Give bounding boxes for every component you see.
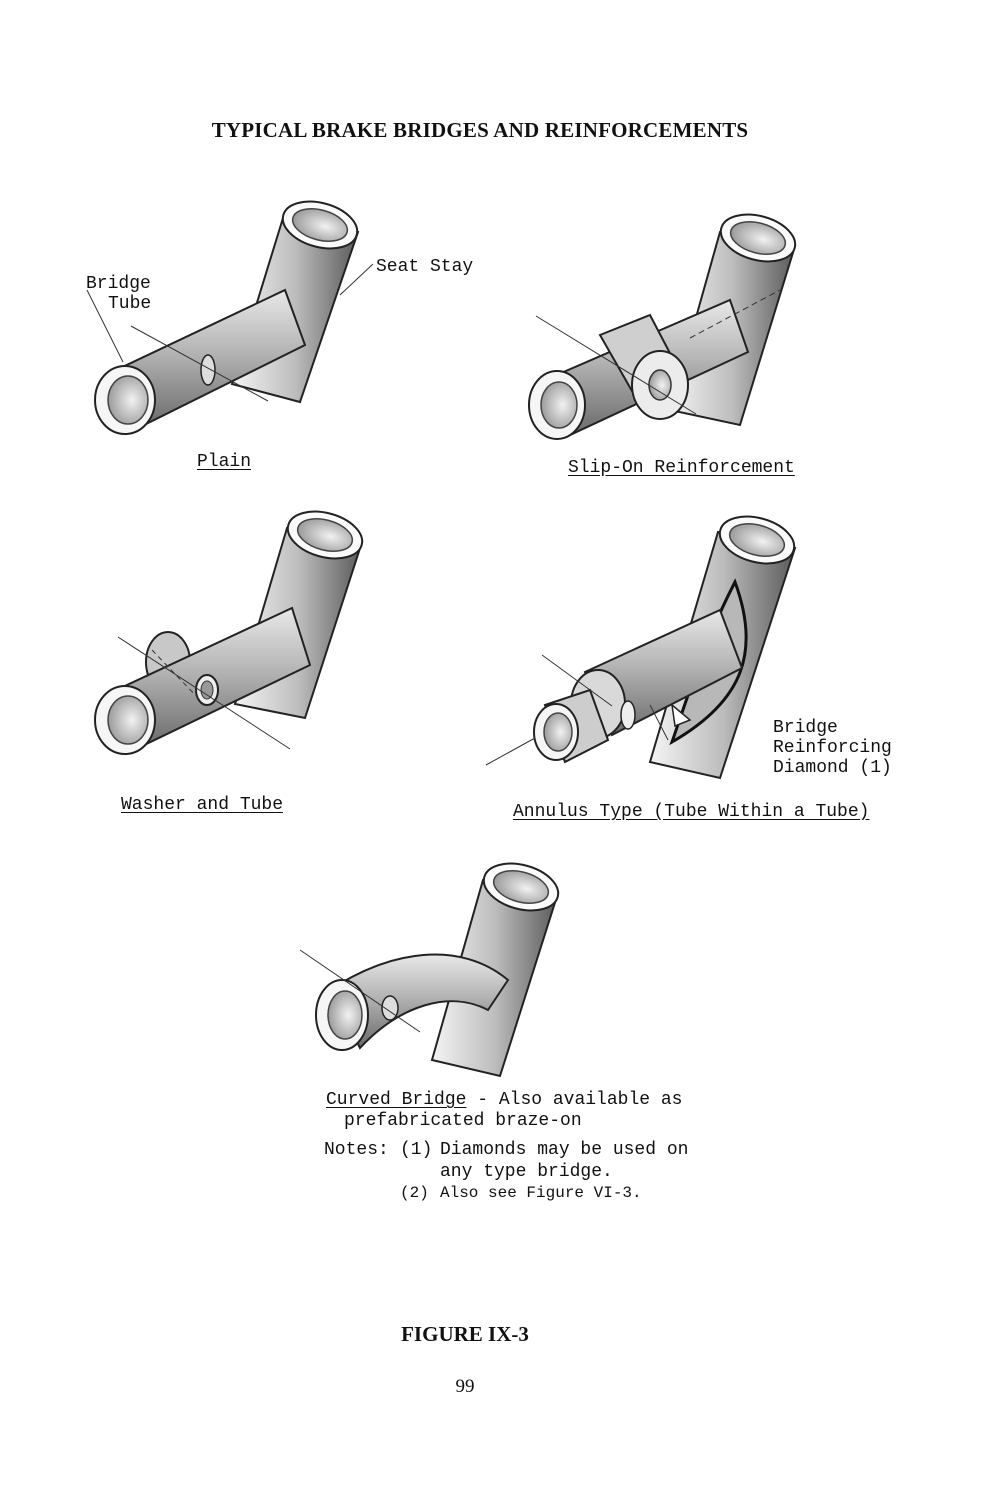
label-bridge-diamond-line1: Bridge (773, 718, 838, 738)
label-seat-stay: Seat Stay (376, 257, 474, 277)
note-2-number: (2) (400, 1184, 429, 1202)
page-number: 99 (455, 1376, 475, 1397)
note-2-text: Also see Figure VI-3. (440, 1184, 642, 1202)
label-bridge-tube: Bridge Tube (86, 274, 151, 314)
annulus-inner-tube (533, 688, 610, 764)
caption-washer: Washer and Tube (121, 795, 284, 815)
label-bridge-diamond-line3: Diamond (1) (773, 758, 892, 778)
page-title: TYPICAL BRAKE BRIDGES AND REINFORCEMENTS (211, 118, 749, 142)
note-1-text: Diamonds may be used on (440, 1140, 689, 1160)
notes-heading: Notes: (324, 1140, 389, 1160)
figure-label: FIGURE IX-3 (401, 1322, 529, 1346)
caption-curved-line2: prefabricated braze-on (344, 1111, 582, 1131)
caption-slip-on: Slip-On Reinforcement (568, 458, 795, 478)
washer-bridge-tube (94, 606, 312, 755)
caption-plain: Plain (197, 452, 252, 472)
label-bridge-tube-line2: Tube (108, 294, 152, 314)
note-1-number: (1) (400, 1140, 433, 1160)
caption-curved-name: Curved Bridge (326, 1090, 467, 1110)
label-bridge-tube-line1: Bridge (86, 274, 151, 294)
label-bridge-diamond: Bridge Reinforcing Diamond (1) (773, 718, 892, 778)
caption-curved: Curved Bridge - Also available as (326, 1090, 682, 1110)
plain-bridge-tube (94, 288, 307, 435)
caption-curved-rest: - Also available as (466, 1090, 683, 1110)
curved-bridge-tube (315, 953, 510, 1051)
label-bridge-diamond-line2: Reinforcing (773, 738, 892, 758)
note-1-text-line2: any type bridge. (440, 1162, 613, 1182)
slipon-reinforcement-sleeve (598, 313, 689, 420)
caption-annulus: Annulus Type (Tube Within a Tube) (513, 802, 870, 822)
